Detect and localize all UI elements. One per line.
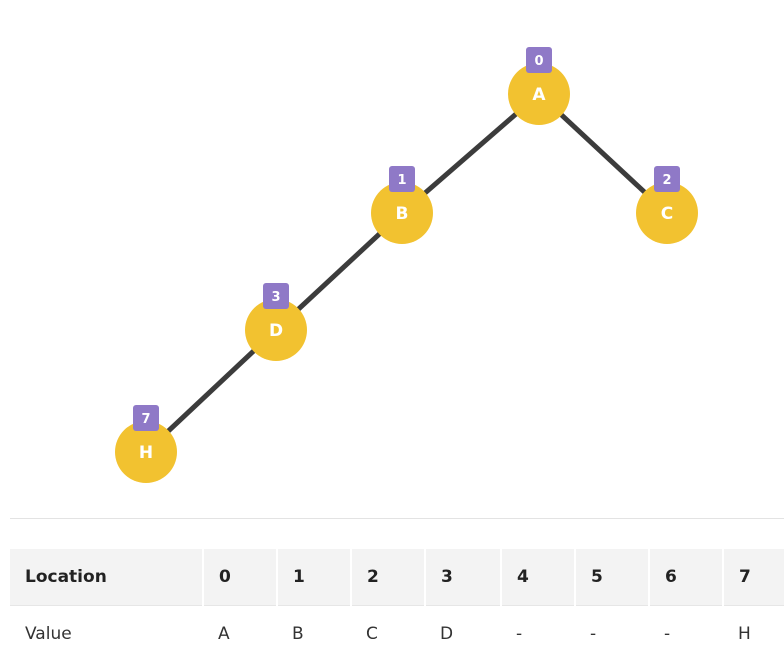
location-cell: 7 <box>739 567 751 587</box>
node-label: H <box>139 443 153 463</box>
index-badge <box>526 47 552 73</box>
location-cell: 3 <box>425 549 502 606</box>
tree-node-b: B1 <box>371 166 433 244</box>
value-cell: C <box>351 605 425 662</box>
location-cell: 5 <box>575 549 650 606</box>
value-row-header: Value <box>10 605 203 662</box>
node-circle <box>371 182 433 244</box>
node-label: C <box>661 204 673 224</box>
index-badge-label: 3 <box>271 290 280 305</box>
index-badge-label: 0 <box>534 54 543 69</box>
tree-node-a: A0 <box>508 47 570 125</box>
value-row: Value A B C D - - - H <box>10 605 784 662</box>
node-label: D <box>269 321 283 341</box>
index-badge-label: 2 <box>662 173 671 188</box>
index-badge <box>654 166 680 192</box>
index-badge <box>263 283 289 309</box>
value-cell: - <box>649 605 723 662</box>
tree-node-d: D3 <box>245 283 307 361</box>
location-cell: 0 <box>203 549 278 606</box>
value-cell: - <box>501 605 575 662</box>
index-badge-label: 1 <box>397 173 406 188</box>
location-cell: 2 <box>351 549 426 606</box>
location-cell: 6 <box>649 549 724 606</box>
tree-node-h: H7 <box>115 405 177 483</box>
value-cell: D <box>425 605 501 662</box>
value-cell: A <box>203 605 277 662</box>
node-circle <box>245 299 307 361</box>
tree-node-c: C2 <box>636 166 698 244</box>
index-badge <box>389 166 415 192</box>
node-label: A <box>532 85 546 105</box>
value-cell: - <box>575 605 649 662</box>
node-circle <box>508 63 570 125</box>
node-label: B <box>396 204 409 224</box>
location-cell: 1 <box>277 549 352 606</box>
node-circle <box>115 421 177 483</box>
value-cell: H <box>723 605 784 662</box>
section-divider <box>10 518 784 519</box>
location-row: Location 0 1 2 3 4 5 6 7 <box>10 549 784 606</box>
value-cell: B <box>277 605 351 662</box>
index-badge-label: 7 <box>141 412 150 427</box>
location-row-header: Location <box>10 549 204 606</box>
location-cell: 4 <box>501 549 576 606</box>
index-badge <box>133 405 159 431</box>
node-circle <box>636 182 698 244</box>
array-representation-table: Location 0 1 2 3 4 5 6 7 Value A B C D -… <box>10 549 784 662</box>
